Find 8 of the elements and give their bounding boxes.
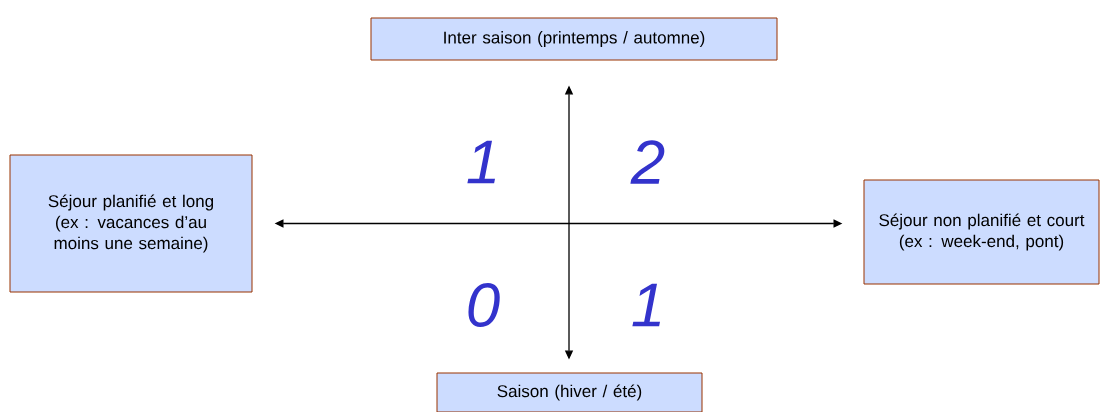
quadrant-number: 0 — [468, 283, 500, 327]
label-box: Séjour non planifié et court (ex : week-end, pont) — [863, 179, 1100, 285]
label-box: Inter saison (printemps / automne) — [370, 17, 778, 61]
label-box: Saison (hiver / été) — [436, 372, 703, 412]
label-box: Séjour planifié et long (ex : vacances d’au moins une semaine) — [9, 154, 253, 293]
quadrant-number: 1 — [632, 283, 660, 327]
quadrant-number: 2 — [630, 140, 665, 184]
quadrant-number: 1 — [467, 140, 495, 184]
